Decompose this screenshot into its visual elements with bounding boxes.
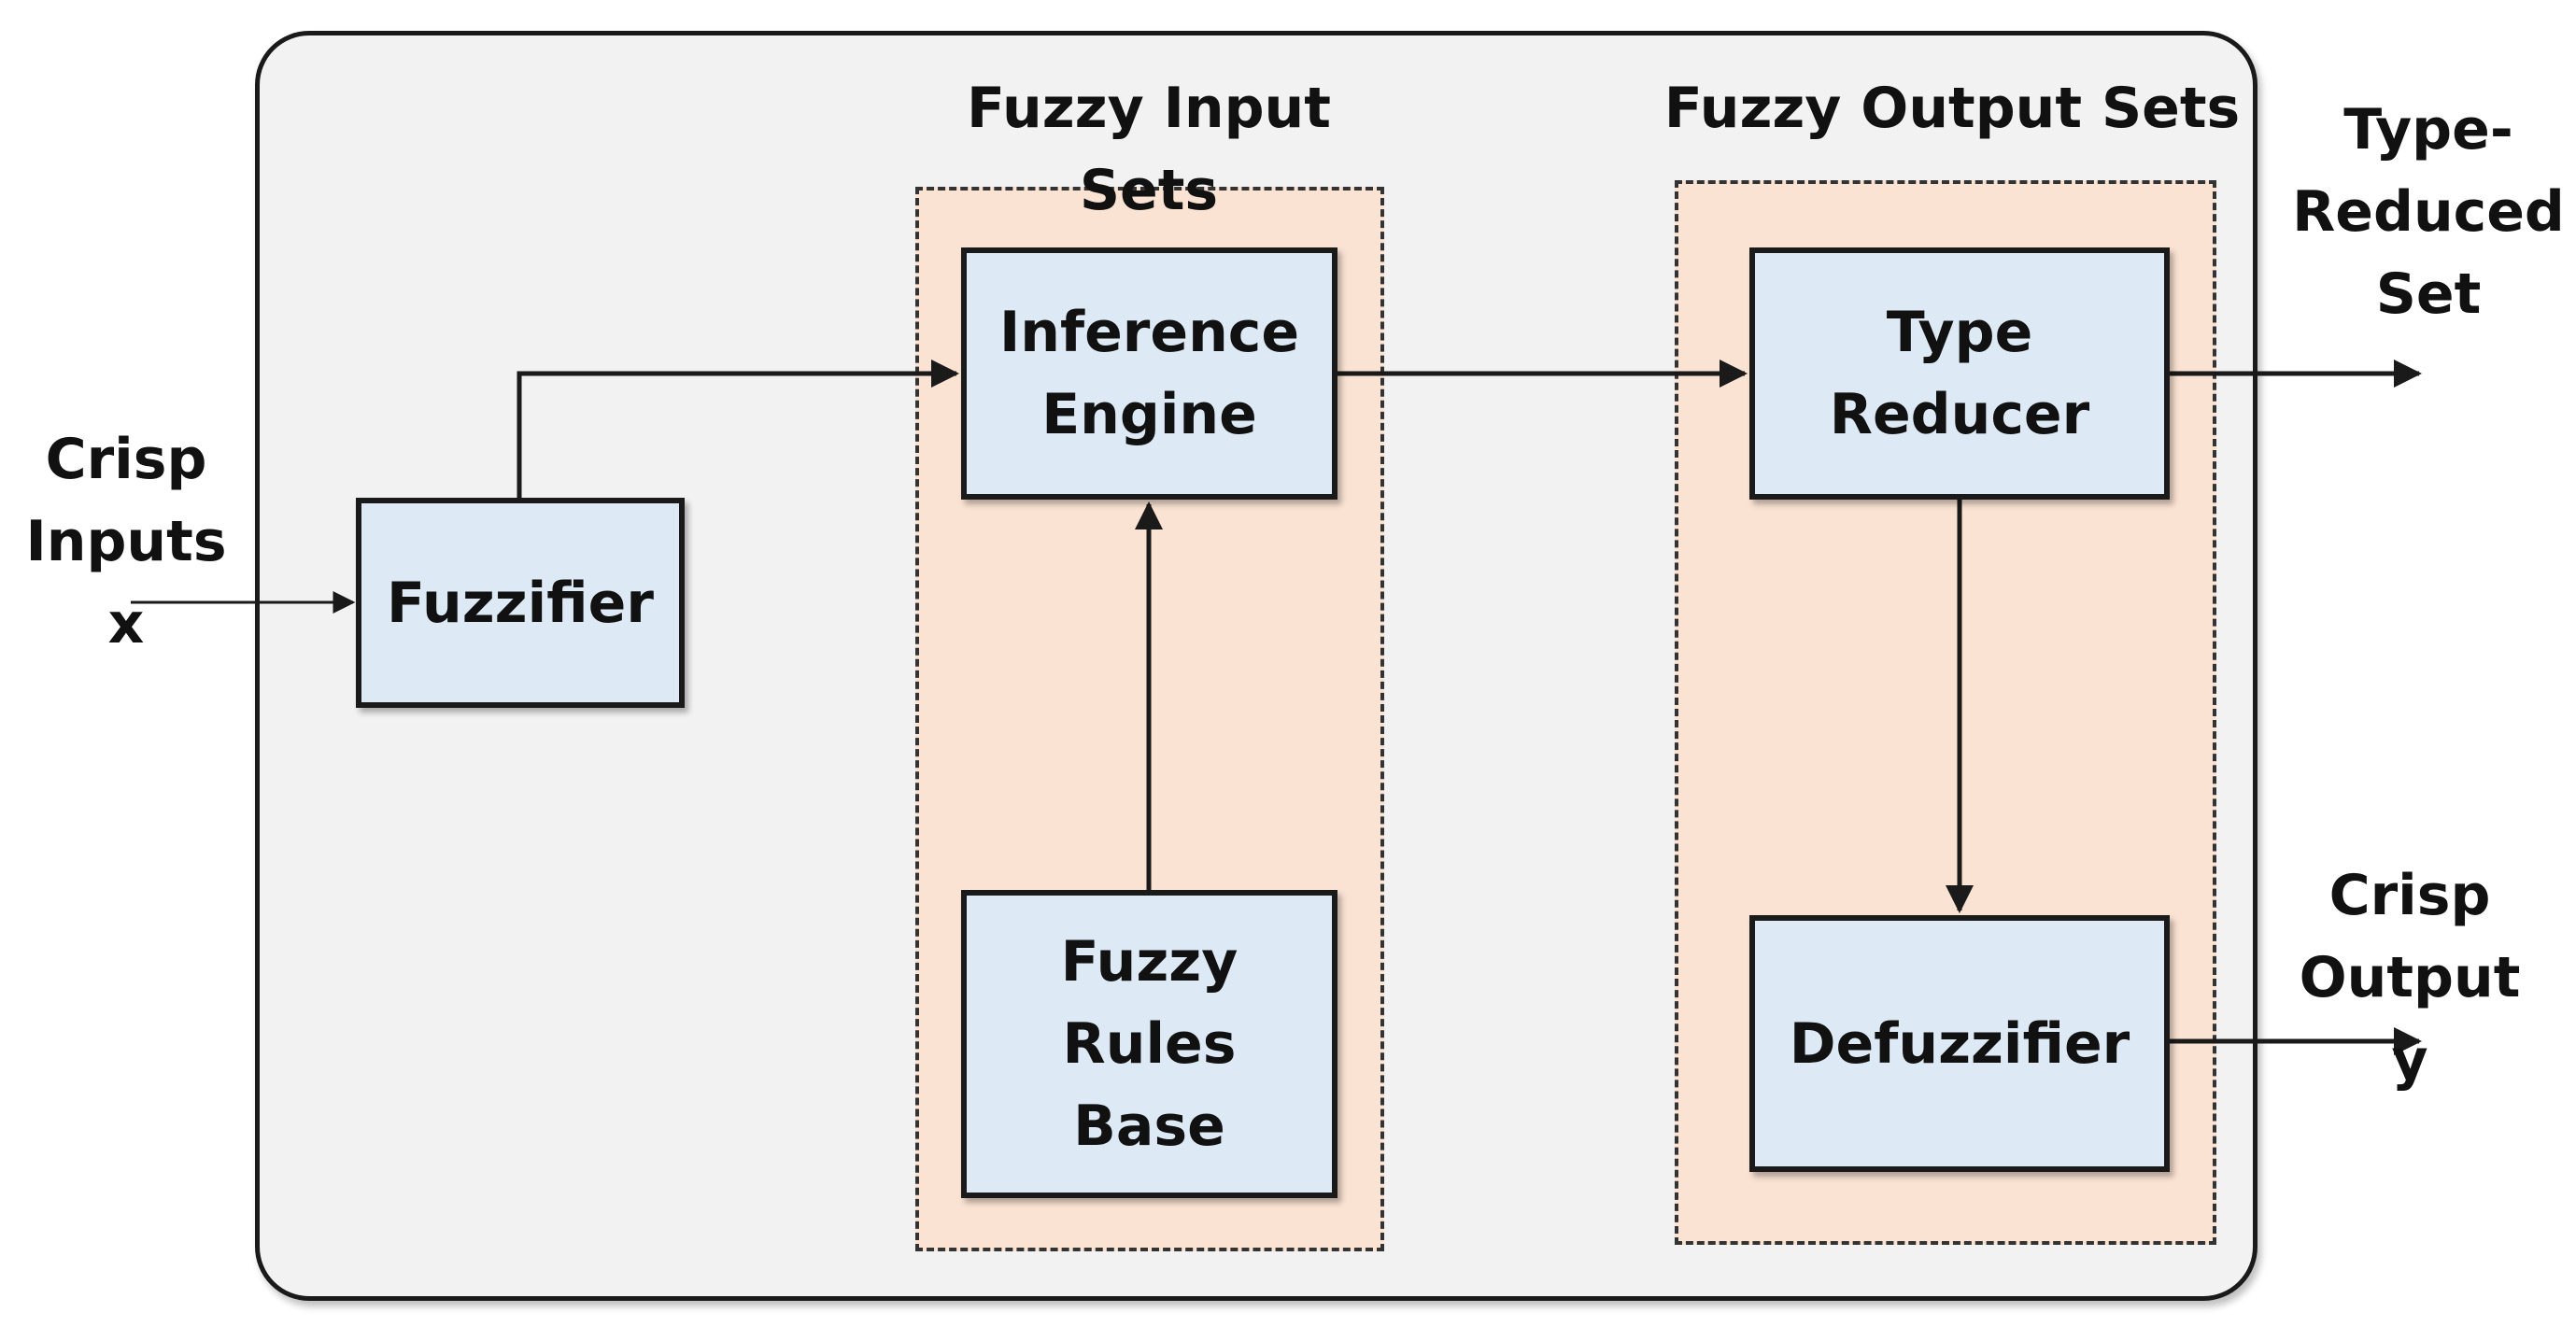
- fuzzy-input-sets-label: Fuzzy Input Sets: [967, 76, 1331, 223]
- fuzzy-rules-base-block: Fuzzy Rules Base: [961, 890, 1338, 1198]
- fuzzifier-block: Fuzzifier: [356, 498, 685, 708]
- type-reduced-set-label: Type- Reduced Set: [2292, 97, 2565, 327]
- arrow-fuzzifier-to-inference: [517, 360, 959, 498]
- crisp-inputs-label: Crisp Inputs x: [25, 427, 227, 656]
- defuzzifier-block: Defuzzifier: [1749, 915, 2170, 1172]
- type-reducer-block: Type Reducer: [1749, 247, 2170, 500]
- inference-engine-block: Inference Engine: [961, 247, 1338, 500]
- fuzzy-output-sets-label: Fuzzy Output Sets: [1663, 76, 2241, 141]
- crisp-output-label: Crisp Output y: [2299, 863, 2521, 1093]
